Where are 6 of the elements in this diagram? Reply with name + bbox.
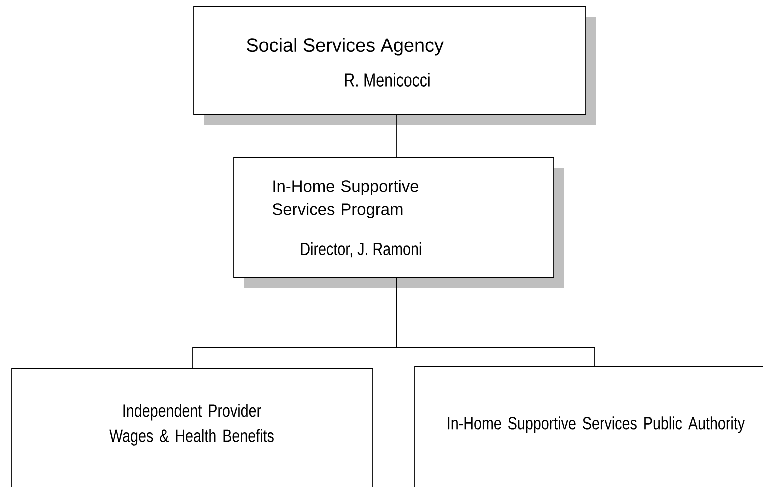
org-box: In-Home Supportive Services Program Director, J. Ramoni xyxy=(234,158,564,288)
org-box: Independent Provider Wages & Health Benefits xyxy=(12,368,374,487)
org-box: In-Home Supportive Services Public Authority xyxy=(414,366,763,487)
connector-line xyxy=(396,278,596,368)
org-box: Social Services Agency R. Menicocci xyxy=(194,6,596,125)
connector-line xyxy=(396,114,398,158)
